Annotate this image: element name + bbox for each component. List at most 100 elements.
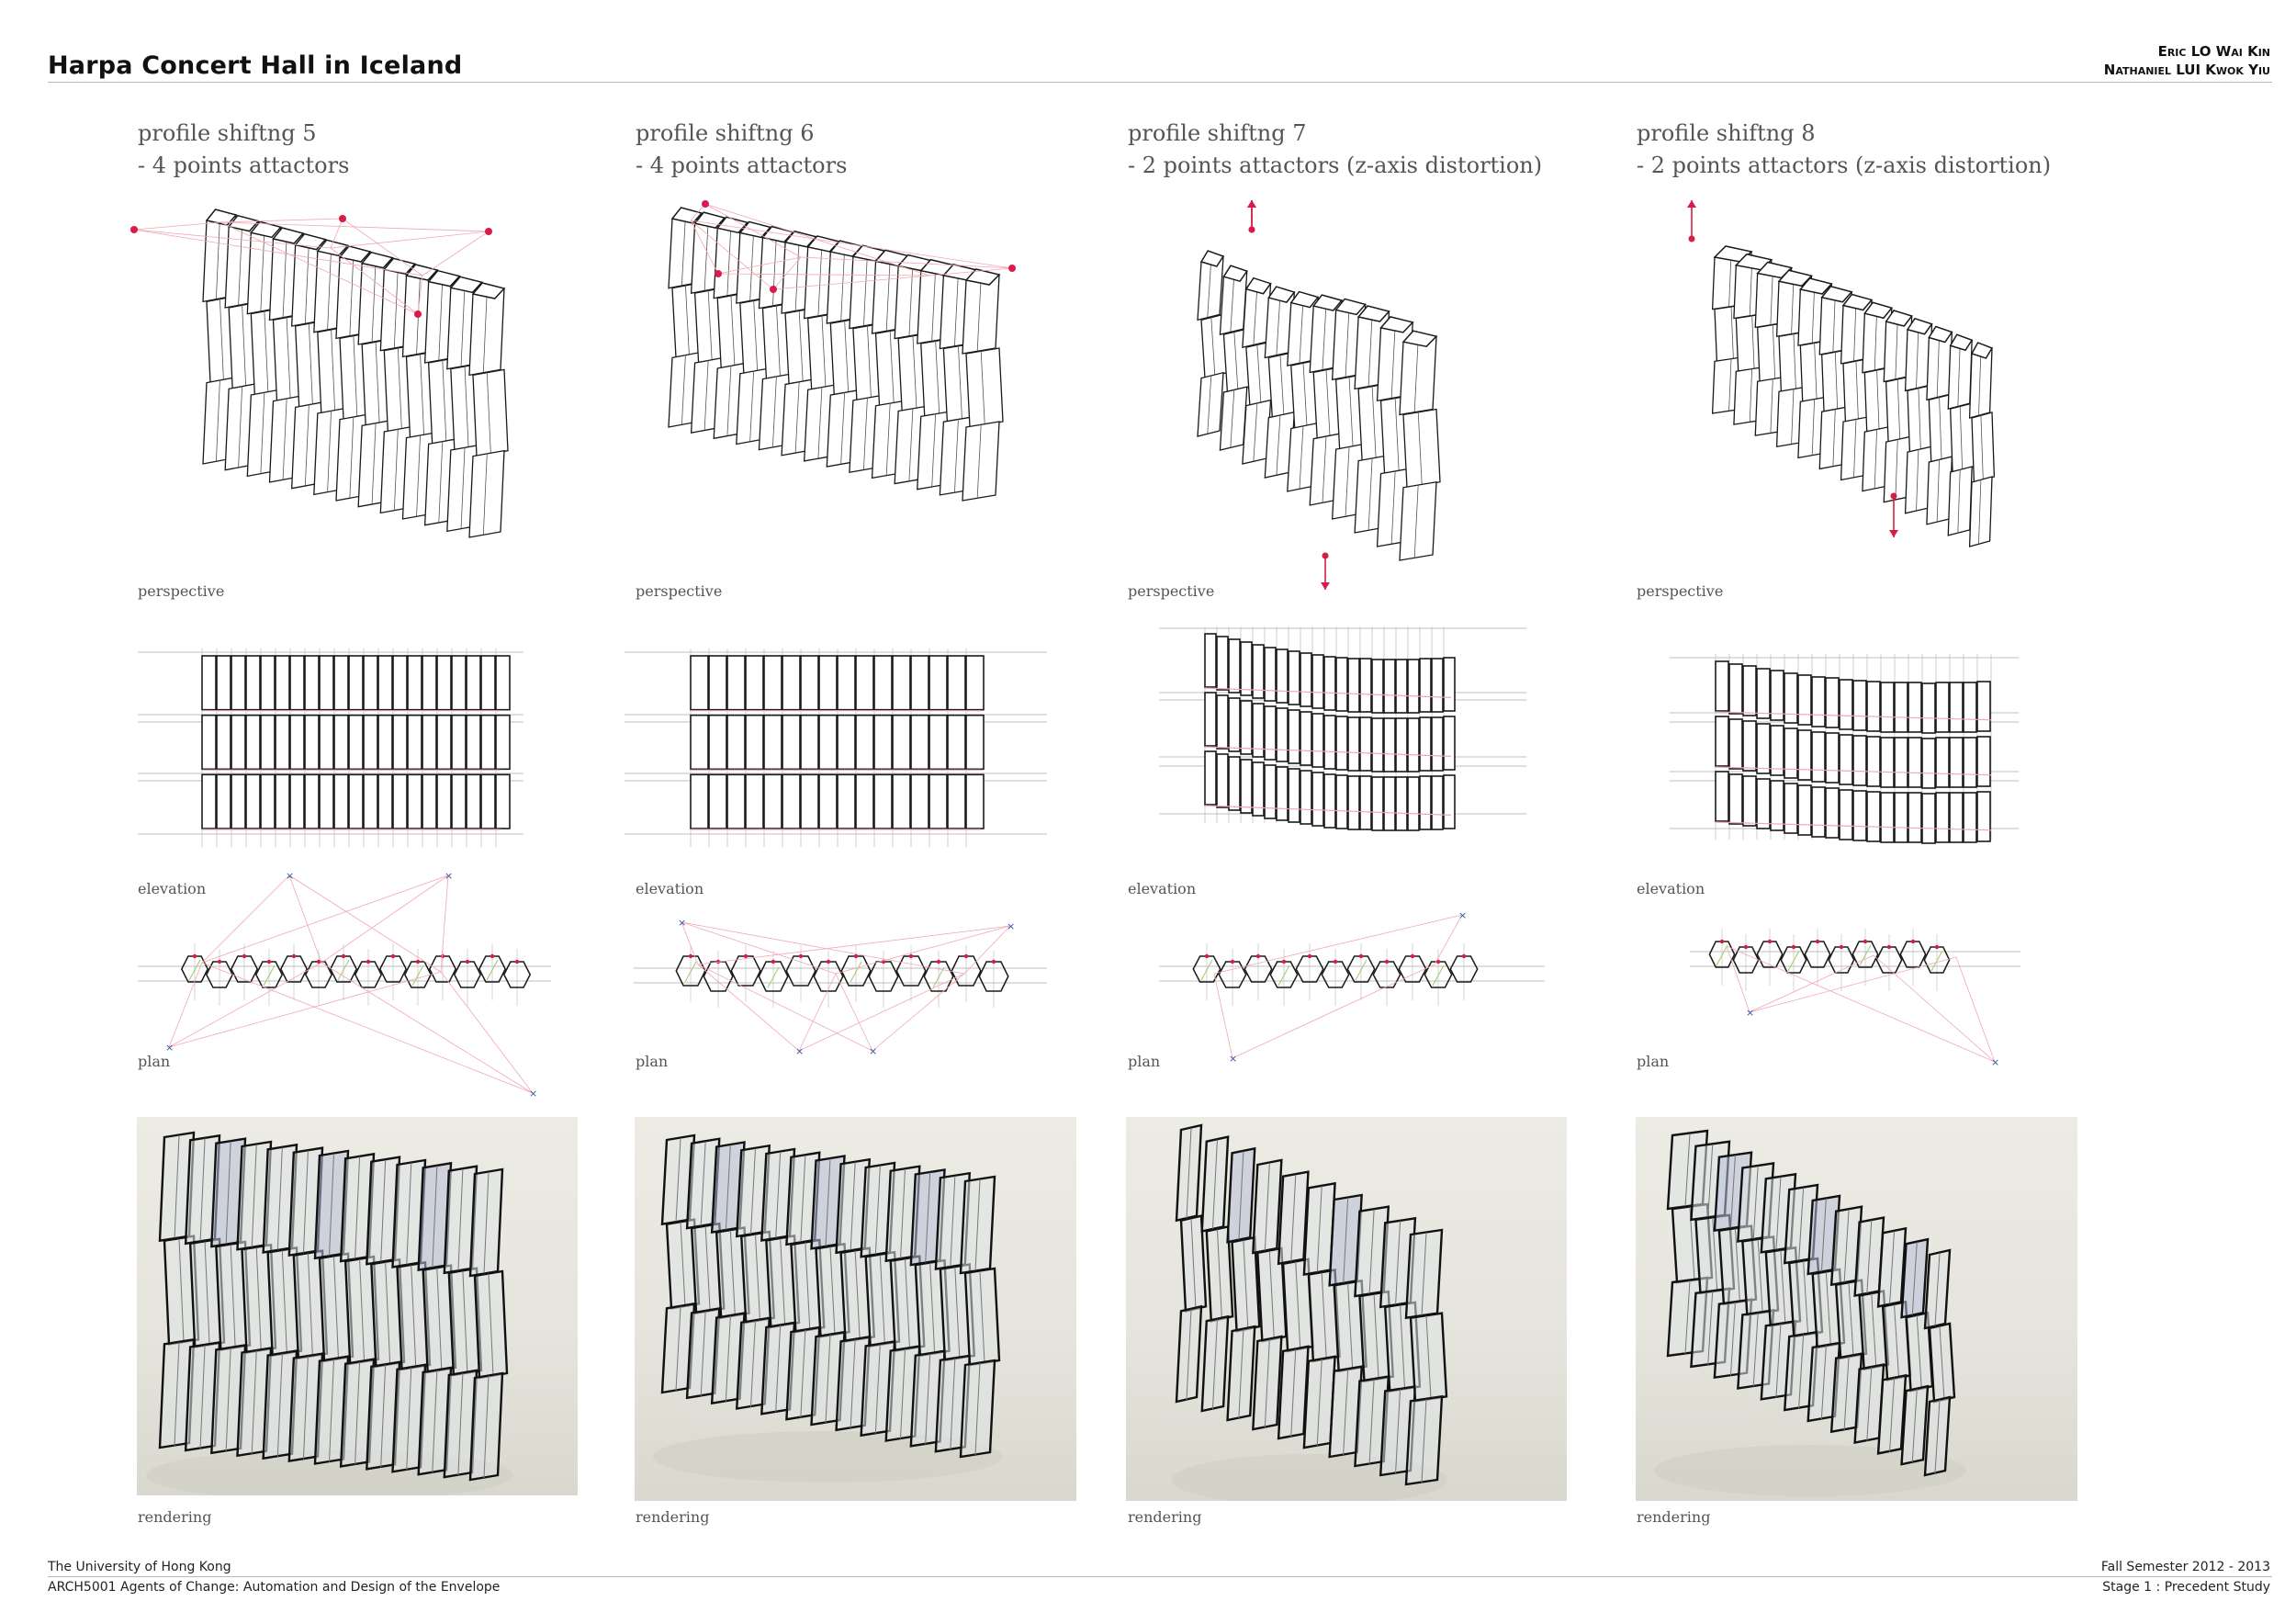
panel-edge	[355, 1156, 361, 1260]
elevation-panel	[1419, 775, 1432, 830]
panel-edge	[1373, 1294, 1379, 1380]
elevation-panel	[1252, 644, 1265, 699]
attractor-guide	[681, 921, 837, 975]
elevation-panel	[1715, 771, 1729, 822]
panel-edge	[349, 254, 355, 336]
panel-edge	[753, 300, 759, 371]
elevation-panel	[763, 714, 782, 771]
elevation-panel	[1728, 663, 1743, 715]
column-panel	[965, 347, 1004, 428]
rendering-image	[635, 1117, 1076, 1501]
panel-edge	[420, 354, 424, 435]
column-panel	[472, 368, 509, 457]
panel-edge	[1413, 339, 1419, 412]
panel-edge	[1684, 1280, 1691, 1355]
panel-edge	[393, 266, 399, 348]
panel-edge	[329, 1153, 334, 1257]
elevation-panel	[1204, 692, 1217, 747]
panel-edge	[929, 1263, 936, 1354]
elevation-panel	[466, 655, 481, 711]
elevation-panel	[1395, 776, 1408, 831]
panel-edge	[199, 1345, 206, 1449]
panel-edge	[726, 365, 732, 436]
plan-cell	[951, 955, 982, 987]
control-point	[514, 959, 520, 964]
panel-edge	[1798, 1335, 1805, 1409]
author-name: Nathaniel LUI Kwok Yiu	[2103, 62, 2270, 78]
attractor-guide	[133, 229, 332, 249]
attractor-point	[715, 270, 722, 277]
panel-edge	[1390, 470, 1396, 545]
elevation-panel	[1216, 753, 1229, 808]
elevation-panel	[1949, 792, 1964, 843]
panel-edge	[380, 1159, 387, 1263]
elevation-panel	[245, 773, 261, 829]
panel-edge	[353, 335, 358, 417]
panel-edge	[730, 295, 736, 366]
panel-edge	[780, 1238, 786, 1325]
panel-edge	[242, 304, 247, 387]
plan-diagram: ××××	[138, 870, 551, 1100]
panel-edge	[1749, 368, 1753, 423]
elevation-panel	[708, 773, 727, 829]
elevation-panel	[245, 714, 261, 771]
plan-cell	[1804, 941, 1831, 968]
panel-edge	[772, 234, 777, 306]
plan-cell	[978, 961, 1009, 992]
panel-edge	[840, 249, 846, 321]
elevation-panel	[1204, 750, 1217, 806]
attractor-guide	[201, 874, 449, 964]
attractor-guide	[440, 971, 534, 1094]
panel-edge	[1853, 419, 1857, 478]
elevation-panel	[451, 655, 467, 711]
panel-edge	[1855, 360, 1859, 420]
elevation-panel	[1811, 676, 1826, 727]
elevation-panel	[1715, 716, 1729, 767]
arrow-head	[1321, 582, 1330, 590]
plan-diagram: ××	[1159, 909, 1545, 1065]
glass-facade	[1175, 1123, 1448, 1486]
control-point	[1333, 959, 1338, 964]
panel-edge	[1811, 286, 1816, 344]
panel-edge	[1321, 1272, 1327, 1359]
elevation-panel	[726, 655, 746, 711]
control-point	[192, 953, 197, 959]
panel-edge	[1425, 1315, 1432, 1400]
attractor-point	[414, 310, 422, 318]
panel-edge	[1322, 303, 1327, 370]
profile-vector	[486, 959, 499, 981]
attractor-marker-icon: ×	[1746, 1007, 1754, 1019]
panel-edge	[1707, 1144, 1714, 1218]
elevation-panel	[782, 655, 801, 711]
label-elevation: elevation	[138, 880, 207, 897]
panel-edge	[1268, 1250, 1275, 1340]
attractor-guide	[330, 247, 419, 315]
panel-edge	[863, 254, 868, 326]
elevation-panel	[855, 655, 874, 711]
elevation-panel	[304, 714, 320, 771]
panel-edge	[829, 1246, 836, 1336]
elevation-panel	[1431, 658, 1444, 713]
attractor-guide	[1873, 954, 1996, 1063]
panel-edge	[460, 446, 466, 529]
column-subtitle-line: - 4 points attactors	[636, 152, 848, 178]
attractor-guide	[440, 874, 449, 973]
elevation-panel	[763, 773, 782, 829]
elevation-diagram	[1670, 654, 2019, 844]
attractor-guide	[772, 256, 802, 290]
column-cap	[1798, 277, 1833, 295]
panel-edge	[1684, 1133, 1691, 1208]
control-point	[1839, 944, 1844, 950]
profile-vector	[684, 961, 697, 983]
elevation-panel	[495, 714, 511, 771]
column-title: profile shiftng 7 - 2 points attactors (…	[1128, 118, 1542, 182]
elevation-panel	[1311, 654, 1324, 709]
elevation-panel	[726, 773, 746, 829]
panel-edge	[1394, 398, 1400, 471]
panel-edge	[749, 230, 755, 301]
elevation-panel	[260, 773, 276, 829]
elevation-panel	[495, 655, 511, 711]
label-rendering: rendering	[1637, 1508, 1711, 1526]
elevation-panel	[1371, 776, 1384, 831]
panel-edge	[238, 223, 243, 306]
